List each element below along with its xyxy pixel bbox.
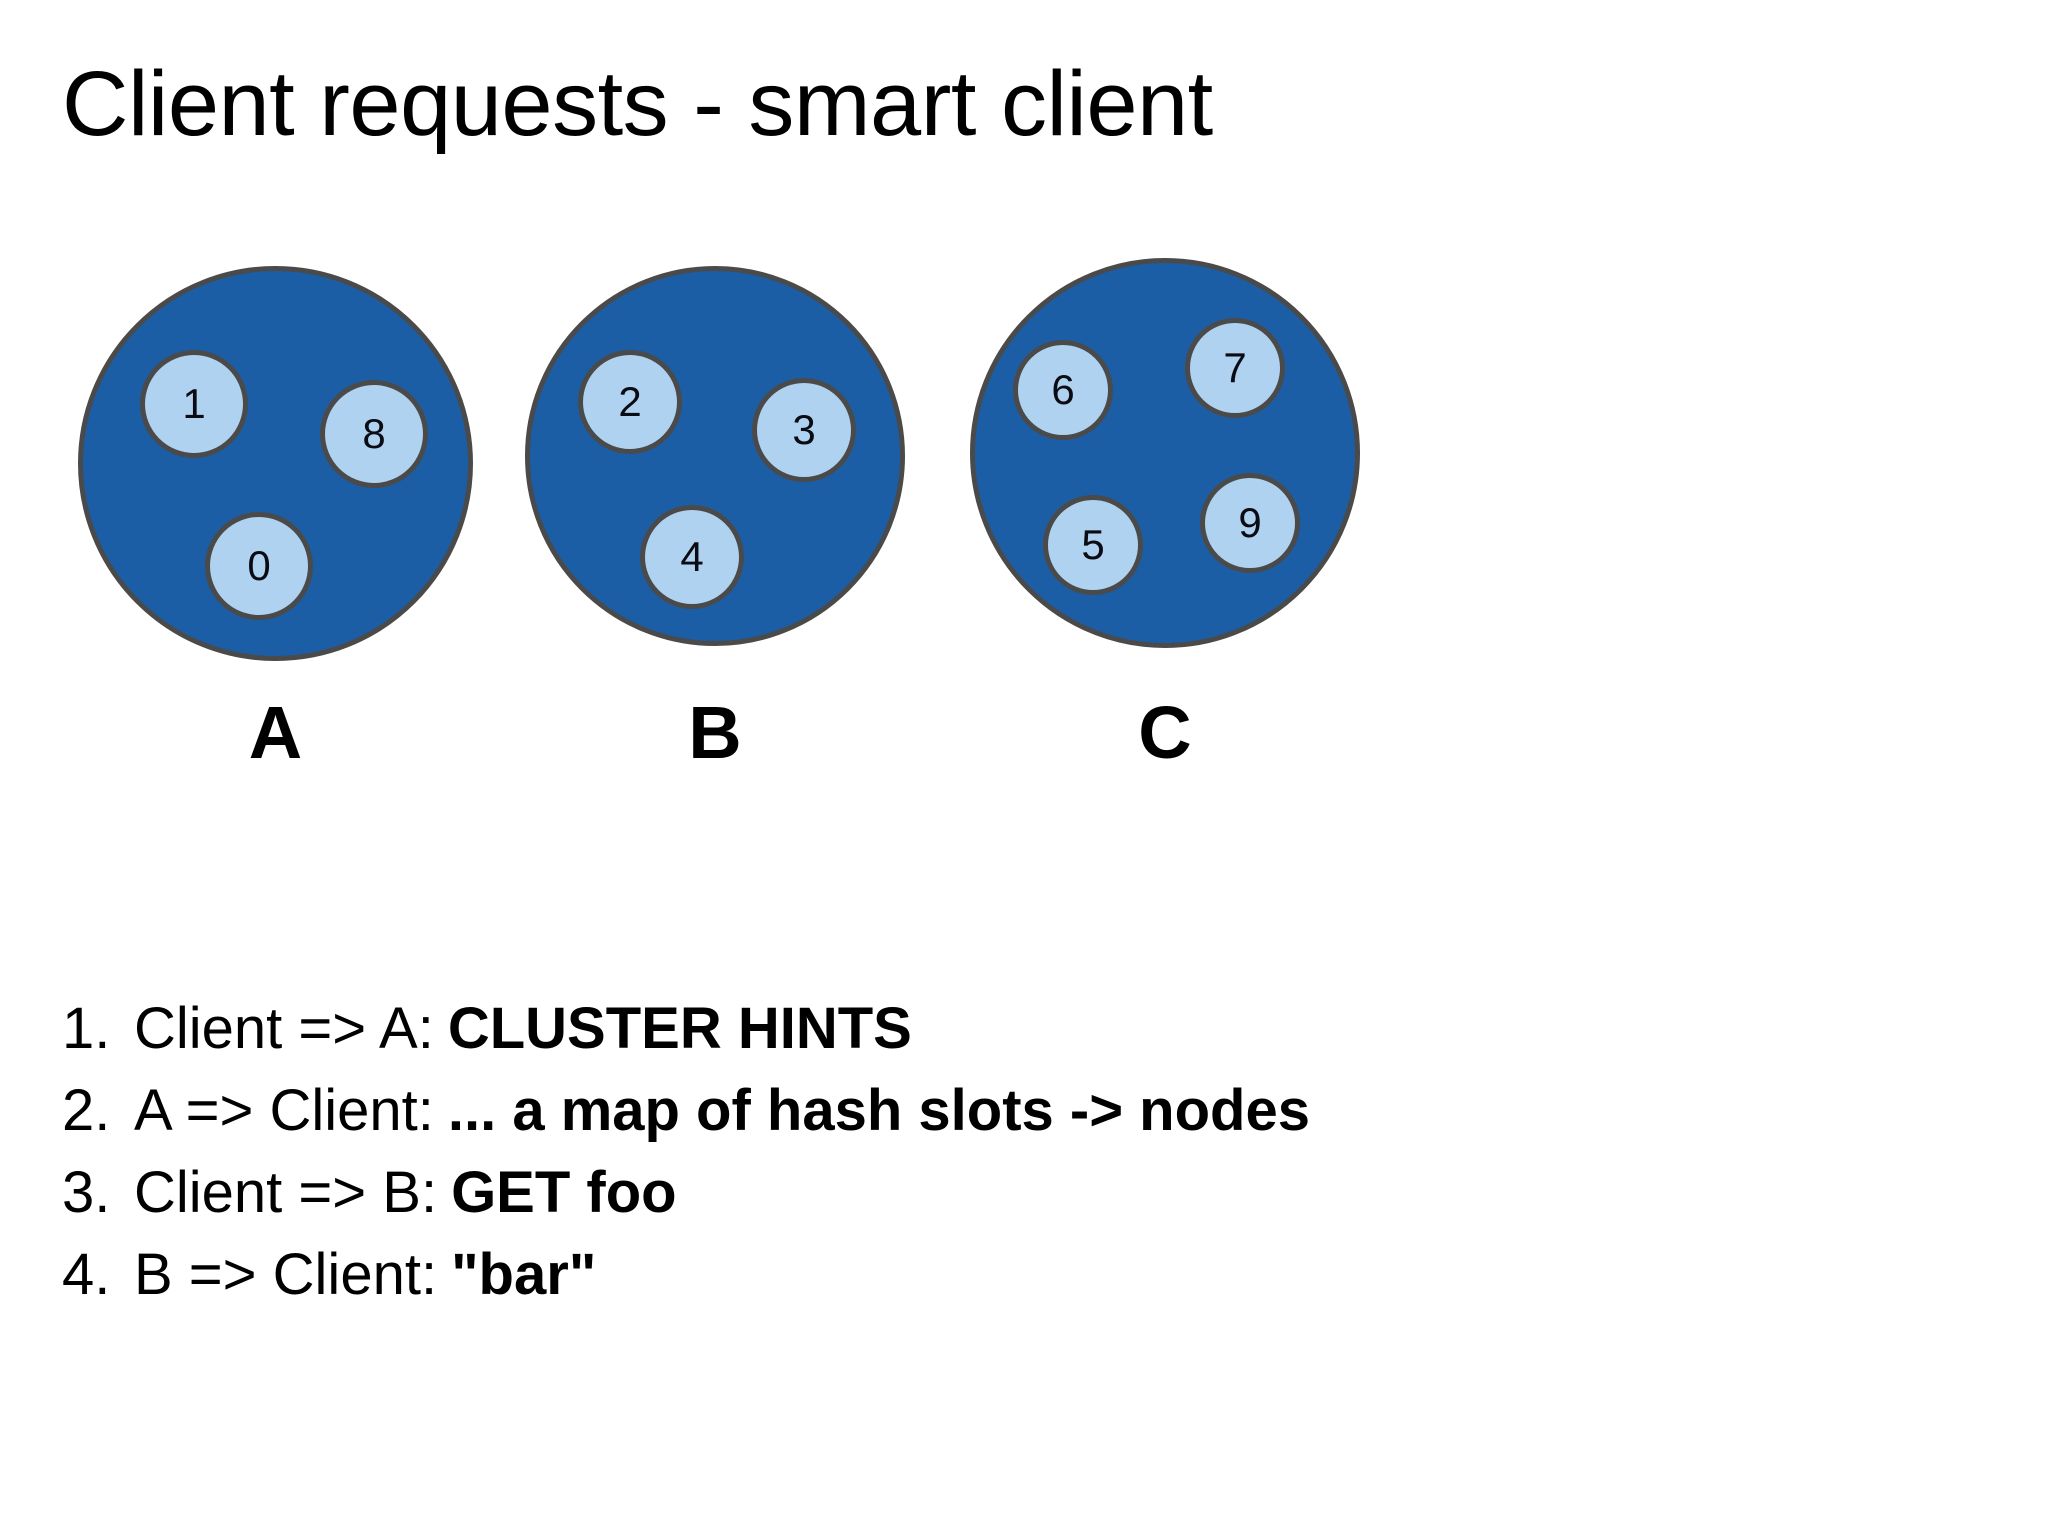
step-2-emphasis: ... a map of hash slots -> nodes — [447, 1078, 1310, 1143]
node-b-label: B — [688, 691, 742, 774]
node-a-slot-0: 0 — [205, 512, 313, 620]
step-3-emphasis: GET foo — [451, 1160, 677, 1225]
node-a-slot-1: 1 — [140, 350, 248, 458]
step-1-emphasis: CLUSTER HINTS — [447, 996, 912, 1061]
node-a-label: A — [248, 691, 303, 774]
step-1-number: 1. — [62, 996, 111, 1061]
request-steps-list: 1. Client => A: CLUSTER HINTS 2. A => Cl… — [62, 988, 1762, 1316]
node-c-slot-6: 6 — [1013, 340, 1113, 440]
step-item-2: 2. A => Client: ... a map of hash slots … — [62, 1070, 1762, 1152]
node-c-circle — [970, 258, 1360, 648]
step-item-4: 4. B => Client: "bar" — [62, 1234, 1762, 1316]
node-a-slot-8: 8 — [320, 380, 428, 488]
step-3-number: 3. — [62, 1160, 111, 1225]
page-title: Client requests - smart client — [62, 53, 1213, 155]
step-4-emphasis: "bar" — [451, 1242, 597, 1307]
step-4-prefix: B => Client: — [134, 1242, 438, 1307]
step-item-1: 1. Client => A: CLUSTER HINTS — [62, 988, 1762, 1070]
node-b-slot-2: 2 — [578, 350, 682, 454]
step-item-3: 3. Client => B: GET foo — [62, 1152, 1762, 1234]
step-3-prefix: Client => B: — [134, 1160, 438, 1225]
node-b-circle — [525, 266, 905, 646]
node-c-slot-9: 9 — [1200, 473, 1300, 573]
node-c-label: C — [1138, 691, 1192, 774]
node-c-slot-7: 7 — [1185, 318, 1285, 418]
step-2-number: 2. — [62, 1078, 111, 1143]
node-a-circle — [78, 266, 473, 661]
step-1-prefix: Client => A: — [134, 996, 434, 1061]
node-c-slot-5: 5 — [1043, 495, 1143, 595]
step-2-prefix: A => Client: — [134, 1078, 434, 1143]
node-b-slot-4: 4 — [640, 505, 744, 609]
node-b-slot-3: 3 — [752, 378, 856, 482]
step-4-number: 4. — [62, 1242, 111, 1307]
